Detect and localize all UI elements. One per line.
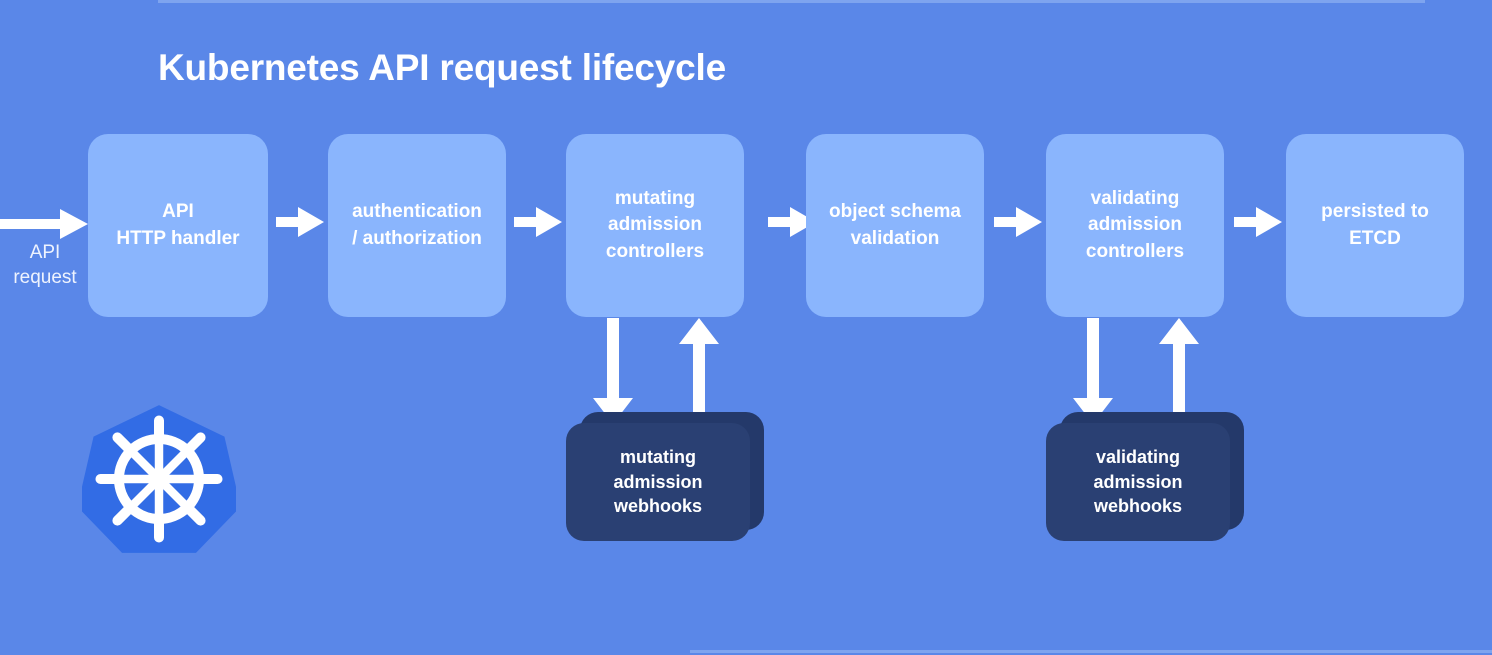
stage-box-authentication-authorization[interactable]: authentication / authorization <box>328 134 506 317</box>
arrow-api-http-handler-to-authentication <box>276 205 324 239</box>
stage-box-persisted-to-etcd[interactable]: persisted to ETCD <box>1286 134 1464 317</box>
webhook-card-front: mutating admission webhooks <box>566 423 750 541</box>
arrow-object-schema-validation-to-validating-controllers <box>994 205 1042 239</box>
arrow-authentication-to-mutating-controllers <box>514 205 562 239</box>
stage-box-mutating-admission-controllers[interactable]: mutating admission controllers <box>566 134 744 317</box>
arrow-api-request-to-api-http-handler <box>0 207 88 241</box>
webhook-card-front: validating admission webhooks <box>1046 423 1230 541</box>
webhook-box-mutating-admission-webhooks[interactable]: mutating admission webhooks <box>566 412 766 544</box>
stage-box-api-http-handler[interactable]: API HTTP handler <box>88 134 268 317</box>
kubernetes-logo <box>77 402 241 556</box>
page-title: Kubernetes API request lifecycle <box>158 47 727 88</box>
bottom-divider-rule <box>690 650 1492 653</box>
top-divider-rule <box>158 0 1425 3</box>
stage-box-validating-admission-controllers[interactable]: validating admission controllers <box>1046 134 1224 317</box>
arrow-mutating-controllers-to-object-schema-validation <box>768 205 816 239</box>
arrow-mutating-webhooks-to-mutating-controllers <box>678 318 720 424</box>
api-request-label: API request <box>13 242 77 289</box>
stage-box-object-schema-validation[interactable]: object schema validation <box>806 134 984 317</box>
arrow-mutating-controllers-to-mutating-webhooks <box>592 318 634 424</box>
webhook-box-validating-admission-webhooks[interactable]: validating admission webhooks <box>1046 412 1246 544</box>
arrow-validating-controllers-to-validating-webhooks <box>1072 318 1114 424</box>
arrow-validating-controllers-to-persisted-to-etcd <box>1234 205 1282 239</box>
arrow-validating-webhooks-to-validating-controllers <box>1158 318 1200 424</box>
